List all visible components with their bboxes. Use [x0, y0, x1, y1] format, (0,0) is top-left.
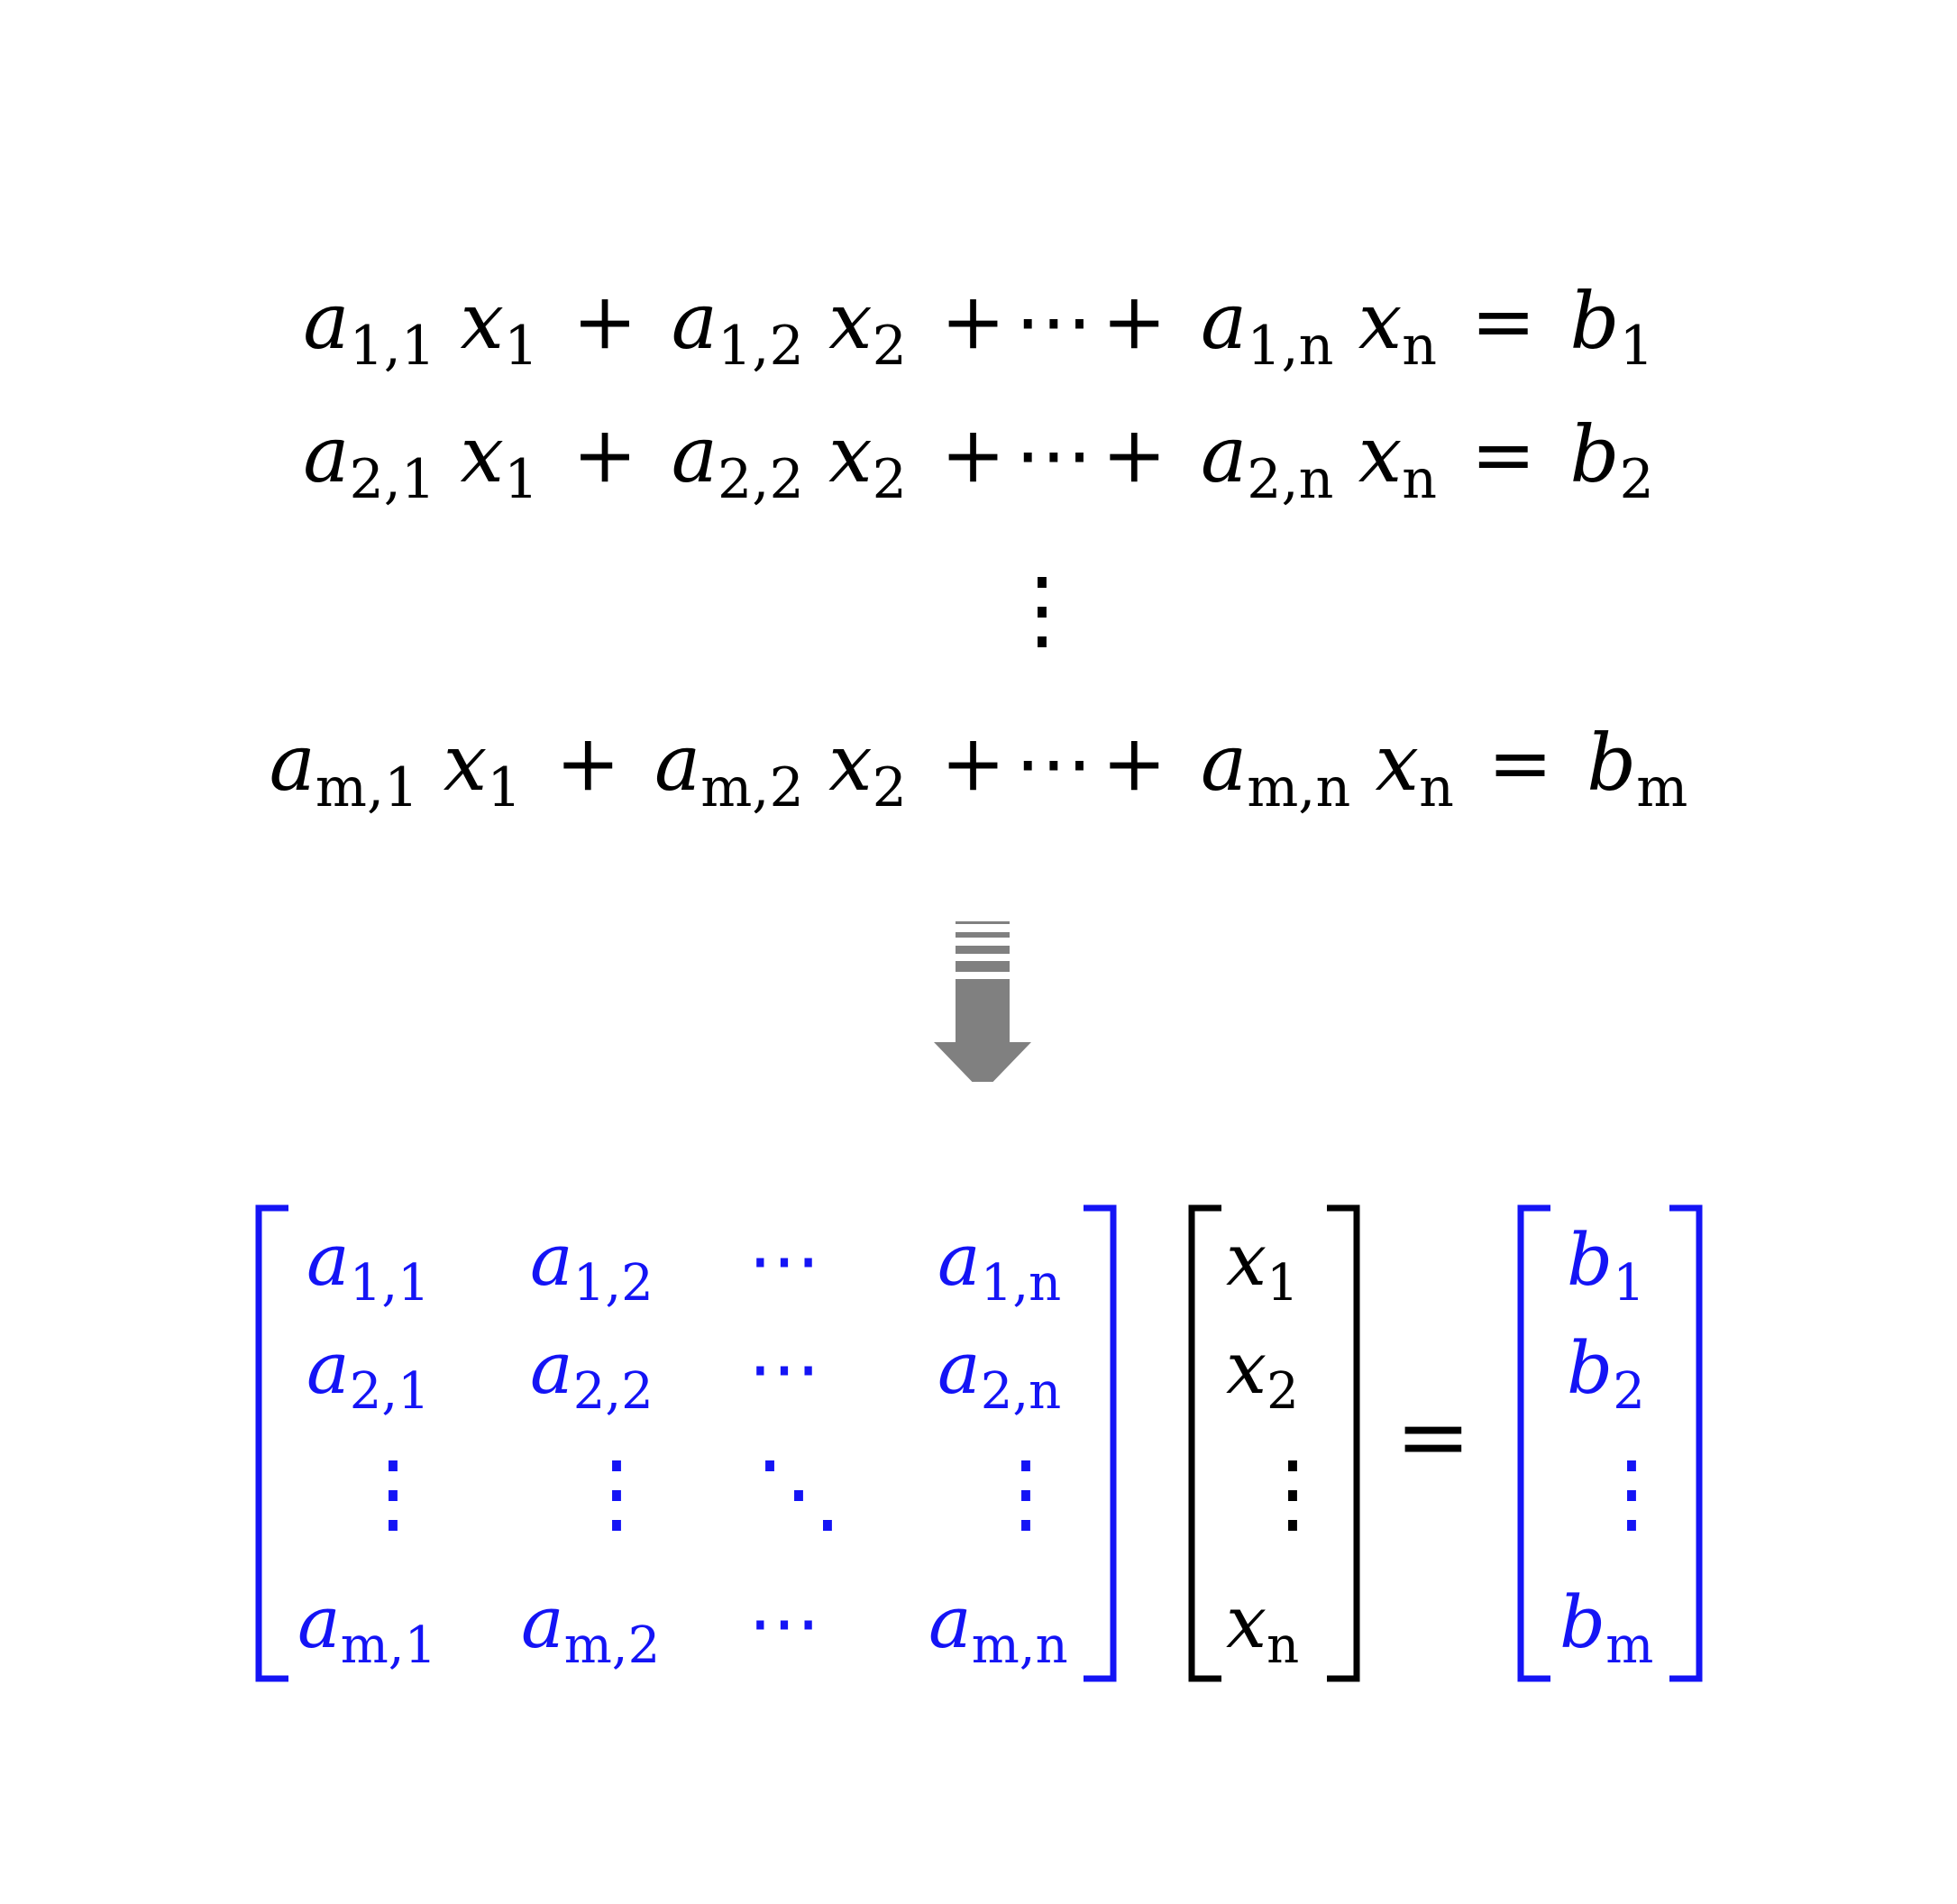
matrix-entry-a12: a1,2	[530, 1218, 654, 1313]
coef-subscript: 1,n	[1247, 315, 1334, 379]
coef-a: a	[671, 277, 718, 367]
coef-subscript: 2,2	[718, 448, 804, 512]
var-subscript: 2	[872, 756, 907, 820]
plus-sign: +	[940, 719, 1006, 809]
matrix-entry-am1: am,1	[297, 1580, 437, 1675]
rhs-b: b	[1569, 277, 1620, 367]
vector-b1: b1	[1567, 1218, 1645, 1313]
coef-subscript: 2,1	[349, 448, 436, 512]
rhs-subscript: m	[1636, 756, 1688, 820]
var-subscript: n	[1402, 448, 1438, 512]
equals-sign: =	[1487, 719, 1553, 809]
var-subscript: 1	[504, 448, 539, 512]
plus-sign: +	[572, 410, 638, 500]
vector-x-vdots: ⋮	[1249, 1442, 1336, 1543]
vector-x2: x2	[1226, 1326, 1299, 1421]
coef-subscript: 1,2	[718, 315, 804, 379]
matrix-hdots: ⋯	[748, 1218, 820, 1302]
var-x: x	[828, 277, 873, 367]
rhs-subscript: 1	[1619, 315, 1654, 379]
matrix-vdots: ⋮	[983, 1442, 1069, 1543]
matrix-entry-amn: am,n	[928, 1580, 1068, 1675]
var-subscript: 1	[504, 315, 539, 379]
plus-sign: +	[555, 719, 621, 809]
rhs-b: b	[1587, 719, 1637, 809]
coef-subscript: m,1	[315, 756, 419, 820]
matrix-hdots: ⋯	[748, 1580, 820, 1664]
matrix-entry-am2: am,2	[521, 1580, 661, 1675]
plus-sign: +	[1102, 719, 1167, 809]
matrix-entry-a1n: a1,n	[937, 1218, 1062, 1313]
plus-sign: +	[1102, 410, 1167, 500]
equals-sign: =	[1470, 410, 1536, 500]
var-x: x	[443, 719, 488, 809]
matrix-hdots: ⋯	[748, 1326, 820, 1410]
var-x: x	[828, 410, 873, 500]
equals-sign: =	[1470, 277, 1536, 367]
coef-a: a	[1200, 410, 1248, 500]
coef-a: a	[1200, 277, 1248, 367]
matrix-vdots: ⋮	[573, 1442, 660, 1543]
matrix-entry-a22: a2,2	[530, 1326, 654, 1421]
rhs-b: b	[1569, 410, 1620, 500]
rhs-subscript: 2	[1619, 448, 1654, 512]
var-x: x	[460, 410, 505, 500]
vector-x1: x1	[1226, 1218, 1299, 1313]
equation-row-m: am,1 x1 + am,2 x2 +⋯+ am,n xn = bm	[0, 725, 1957, 815]
var-subscript: 2	[872, 315, 907, 379]
left-bracket-A	[255, 1204, 288, 1682]
hdots: ⋯	[1014, 719, 1093, 809]
equation-row-1: a1,1 x1 + a1,2 x2 +⋯+ a1,n xn = b1	[0, 283, 1957, 373]
vector-bm: bm	[1559, 1580, 1654, 1675]
coef-subscript: m,2	[700, 756, 804, 820]
var-x: x	[1375, 719, 1420, 809]
matrix-entry-a2n: a2,n	[937, 1326, 1062, 1421]
var-subscript: 1	[487, 756, 522, 820]
var-x: x	[1358, 410, 1403, 500]
coef-a: a	[1200, 719, 1248, 809]
var-subscript: 2	[872, 448, 907, 512]
var-subscript: n	[1419, 756, 1454, 820]
coef-a: a	[269, 719, 315, 809]
down-arrow-icon	[934, 921, 1031, 1082]
plus-sign: +	[1102, 277, 1167, 367]
right-bracket-x	[1327, 1204, 1360, 1682]
coef-subscript: 2,n	[1247, 448, 1334, 512]
var-subscript: n	[1402, 315, 1438, 379]
left-bracket-b	[1517, 1204, 1550, 1682]
hdots: ⋯	[1014, 410, 1093, 500]
plus-sign: +	[940, 410, 1006, 500]
coef-a: a	[671, 410, 718, 500]
right-bracket-A	[1084, 1204, 1117, 1682]
var-x: x	[460, 277, 505, 367]
plus-sign: +	[940, 277, 1006, 367]
coef-subscript: m,n	[1247, 756, 1351, 820]
coef-a: a	[303, 277, 350, 367]
var-x: x	[1358, 277, 1403, 367]
matrix-entry-a21: a2,1	[306, 1326, 430, 1421]
coef-subscript: 1,1	[349, 315, 436, 379]
left-bracket-x	[1188, 1204, 1221, 1682]
vector-b2: b2	[1567, 1326, 1645, 1421]
vdots-system: ⋮	[999, 559, 1085, 660]
right-bracket-b	[1669, 1204, 1703, 1682]
vector-b-vdots: ⋮	[1588, 1442, 1675, 1543]
coef-a: a	[654, 719, 701, 809]
hdots: ⋯	[1014, 277, 1093, 367]
vector-xn: xn	[1226, 1580, 1300, 1675]
equation-row-2: a2,1 x1 + a2,2 x2 +⋯+ a2,n xn = b2	[0, 416, 1957, 507]
matrix-equals-sign: =	[1395, 1384, 1471, 1489]
plus-sign: +	[572, 277, 638, 367]
var-x: x	[828, 719, 873, 809]
coef-a: a	[303, 410, 350, 500]
matrix-ddots: ⋱	[755, 1442, 842, 1543]
matrix-entry-a11: a1,1	[306, 1218, 430, 1313]
matrix-vdots: ⋮	[350, 1442, 436, 1543]
